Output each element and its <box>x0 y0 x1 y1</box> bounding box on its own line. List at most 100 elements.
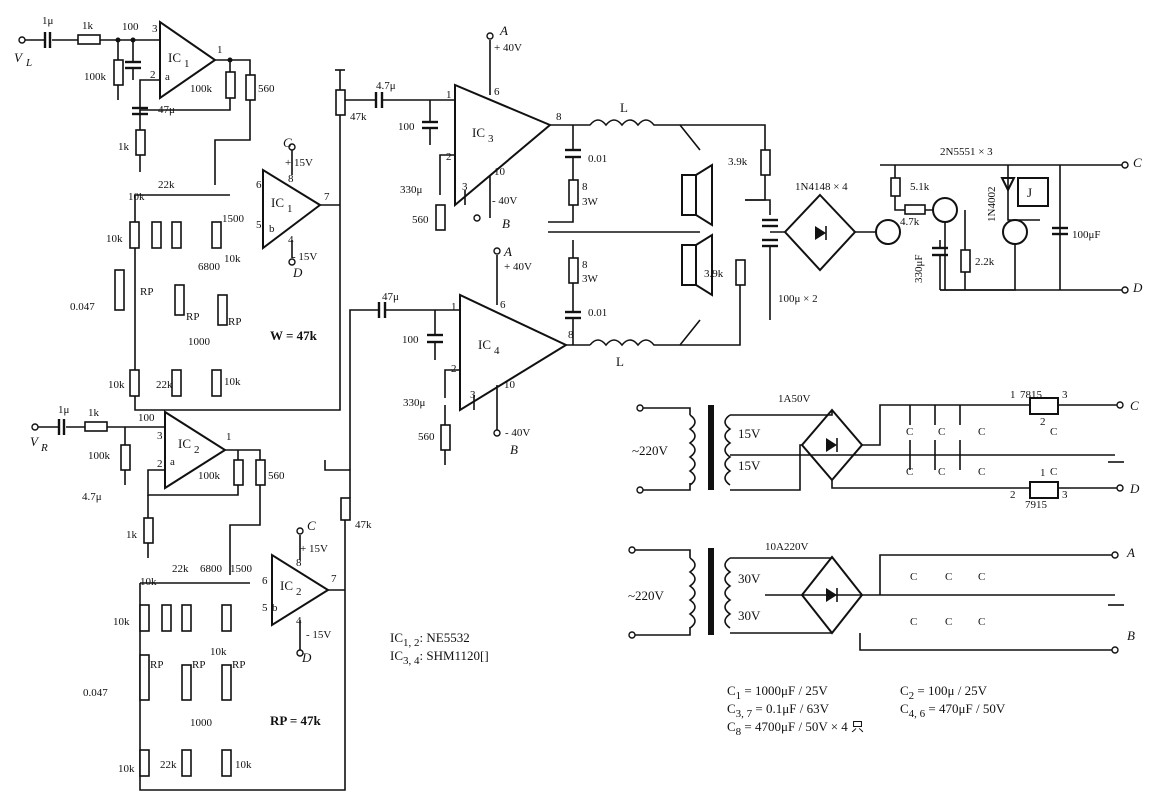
power-supply-40v: ~220V 30V 30V 10A220V C C C C C C A B <box>628 541 1135 654</box>
svg-text:L: L <box>620 100 628 115</box>
svg-text:1: 1 <box>451 301 457 313</box>
right-tone-stage: 10k 22k 6800 1500 10k 10k RP 0.047 RP RP… <box>83 460 372 791</box>
svg-text:100: 100 <box>122 21 139 33</box>
svg-text:10k: 10k <box>108 379 125 391</box>
svg-text:3.9k: 3.9k <box>728 156 748 168</box>
svg-text:+ 15V: + 15V <box>285 157 313 169</box>
svg-text:47μ: 47μ <box>382 291 399 303</box>
svg-text:+ 15V: + 15V <box>300 543 328 555</box>
svg-text:1k: 1k <box>126 529 138 541</box>
svg-text:C8 = 4700μF / 50V × 4 只: C8 = 4700μF / 50V × 4 只 <box>727 719 864 738</box>
right-power-amp: 47μ 100 IC 4 1 2 3 6 10 8 A + 40V - 40V … <box>349 244 574 470</box>
svg-text:4.7k: 4.7k <box>900 216 920 228</box>
svg-text:b: b <box>272 602 278 614</box>
svg-text:L: L <box>25 57 32 69</box>
svg-text:7815: 7815 <box>1020 389 1043 401</box>
svg-text:D: D <box>292 265 303 280</box>
svg-text:C: C <box>1050 466 1057 478</box>
svg-text:- 40V: - 40V <box>505 427 530 439</box>
svg-text:- 40V: - 40V <box>492 195 517 207</box>
svg-text:47k: 47k <box>350 111 367 123</box>
svg-text:V: V <box>14 50 24 65</box>
svg-text:RP: RP <box>186 311 199 323</box>
svg-text:560: 560 <box>418 431 435 443</box>
svg-text:+ 40V: + 40V <box>494 42 522 54</box>
svg-text:2: 2 <box>1040 416 1046 428</box>
svg-text:7915: 7915 <box>1025 499 1048 511</box>
svg-text:2: 2 <box>451 363 457 375</box>
svg-text:1: 1 <box>1010 389 1016 401</box>
svg-text:8: 8 <box>582 259 588 271</box>
svg-text:IC: IC <box>178 436 191 451</box>
ic3-power-amp <box>454 83 552 208</box>
svg-text:B: B <box>1127 628 1135 643</box>
regulator-7915 <box>1029 481 1059 499</box>
svg-text:3: 3 <box>152 23 158 35</box>
svg-text:10A220V: 10A220V <box>765 541 808 553</box>
svg-text:2: 2 <box>150 69 156 81</box>
svg-text:22k: 22k <box>158 179 175 191</box>
svg-text:22k: 22k <box>156 379 173 391</box>
svg-text:1k: 1k <box>82 20 94 32</box>
svg-text:RP: RP <box>150 659 163 671</box>
svg-text:2N5551 × 3: 2N5551 × 3 <box>940 146 993 158</box>
svg-text:RP = 47k: RP = 47k <box>270 713 322 728</box>
svg-text:8: 8 <box>568 329 574 341</box>
svg-text:D: D <box>301 650 312 665</box>
svg-text:7: 7 <box>331 573 337 585</box>
svg-text:6800: 6800 <box>198 261 221 273</box>
svg-text:1: 1 <box>226 431 232 443</box>
svg-text:1000: 1000 <box>188 336 211 348</box>
svg-text:4: 4 <box>288 234 294 246</box>
transformer-core-2 <box>708 548 714 635</box>
svg-text:+ 40V: + 40V <box>504 261 532 273</box>
svg-text:10k: 10k <box>224 376 241 388</box>
svg-text:3: 3 <box>470 389 476 401</box>
svg-text:1: 1 <box>184 58 190 70</box>
svg-text:C: C <box>978 571 985 583</box>
svg-text:3W: 3W <box>582 196 599 208</box>
svg-text:1: 1 <box>1040 467 1046 479</box>
svg-text:15V: 15V <box>738 426 761 441</box>
relay-coil-icon <box>1017 177 1049 207</box>
speaker-right-icon <box>681 244 697 286</box>
svg-text:6: 6 <box>500 299 506 311</box>
svg-text:330μF: 330μF <box>913 254 925 283</box>
svg-text:1: 1 <box>446 89 452 101</box>
svg-text:6: 6 <box>256 179 262 191</box>
svg-text:8: 8 <box>288 173 294 185</box>
ic2b-opamp <box>271 553 330 627</box>
speaker-left-icon <box>681 174 697 216</box>
svg-text:2: 2 <box>1010 489 1016 501</box>
left-input-stage: V L 1μ 1k 100k 100 IC 1 3 2 a 1 100k 560… <box>14 15 275 185</box>
svg-text:100: 100 <box>402 334 419 346</box>
svg-text:C: C <box>910 616 917 628</box>
svg-text:6800: 6800 <box>200 563 223 575</box>
ic4-power-amp <box>459 293 569 412</box>
svg-text:1500: 1500 <box>230 563 253 575</box>
svg-text:10k: 10k <box>113 616 130 628</box>
svg-text:C: C <box>307 518 316 533</box>
svg-text:a: a <box>170 456 175 468</box>
svg-text:4: 4 <box>296 615 302 627</box>
svg-text:1: 1 <box>217 44 223 56</box>
svg-text:A: A <box>503 244 512 259</box>
svg-text:7: 7 <box>324 191 330 203</box>
svg-text:15V: 15V <box>738 458 761 473</box>
svg-text:C: C <box>978 426 985 438</box>
svg-text:330μ: 330μ <box>403 397 426 409</box>
svg-text:IC: IC <box>478 337 491 352</box>
svg-text:4.7μ: 4.7μ <box>376 80 396 92</box>
svg-text:C: C <box>910 571 917 583</box>
svg-text:A: A <box>499 23 508 38</box>
svg-text:0.047: 0.047 <box>70 301 95 313</box>
svg-text:1k: 1k <box>118 141 130 153</box>
ic1a-opamp <box>159 20 217 100</box>
svg-text:10: 10 <box>494 166 506 178</box>
svg-text:C4, 6 = 470μF / 50V: C4, 6 = 470μF / 50V <box>900 701 1006 720</box>
svg-text:22k: 22k <box>172 563 189 575</box>
svg-text:C: C <box>1133 155 1142 170</box>
svg-text:10k: 10k <box>128 191 145 203</box>
svg-text:C: C <box>945 616 952 628</box>
svg-text:3W: 3W <box>582 273 599 285</box>
